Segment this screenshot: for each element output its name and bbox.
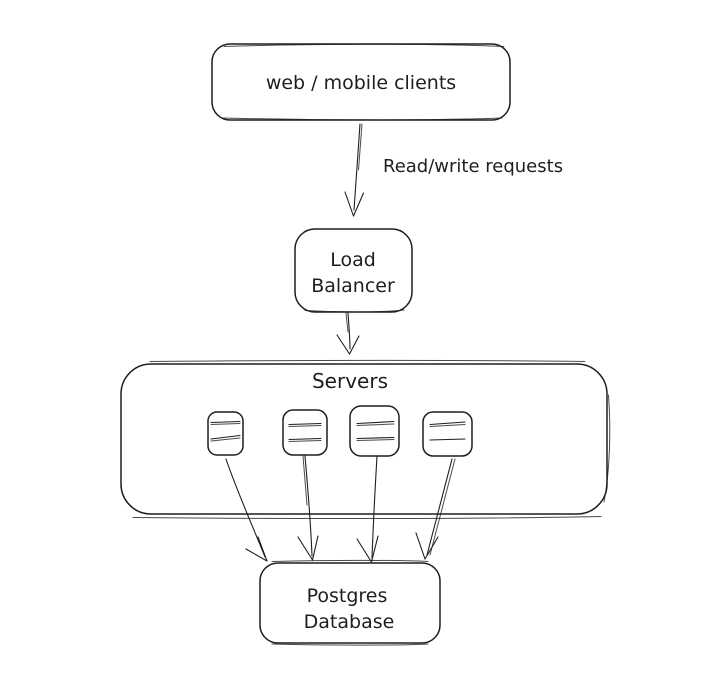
server-icon	[422, 411, 473, 457]
clients-label: web / mobile clients	[266, 72, 456, 94]
edge-server3-to-database	[356, 455, 379, 563]
server-icon-line	[288, 440, 322, 442]
arrow-shaft	[353, 123, 361, 211]
arrow-shaft	[225, 458, 266, 558]
server-icon-line	[288, 437, 322, 441]
server-icon	[282, 409, 328, 456]
server-icon-line	[356, 436, 395, 440]
arrow-shaft	[304, 455, 313, 557]
arrowhead	[311, 535, 319, 561]
edge-server2-to-database	[297, 455, 319, 561]
servers-box-sketch-stroke	[132, 516, 602, 520]
server-icon-line	[210, 423, 241, 425]
load-balancer-sketch-stroke	[304, 309, 405, 313]
database-box-sketch-stroke	[271, 559, 429, 562]
arrowhead	[344, 191, 355, 217]
edge-server1-to-database	[225, 458, 268, 562]
server-icon-line	[429, 421, 466, 426]
server-icon-body	[422, 411, 473, 457]
server-icon-line	[288, 425, 322, 427]
arrowhead	[297, 536, 314, 561]
server-icon-body	[349, 405, 400, 457]
server-icon-line	[429, 438, 466, 441]
arrow-shaft	[371, 455, 378, 559]
arrowhead	[257, 536, 268, 562]
server-icon-line	[210, 420, 241, 424]
server-icon	[349, 405, 400, 457]
edge-load-balancer-to-servers	[336, 312, 360, 355]
arrowhead	[415, 532, 426, 560]
arrow-shaft-sketch	[358, 123, 363, 171]
server-icon-body	[207, 411, 244, 456]
servers-box	[120, 363, 608, 515]
servers-box-sketch-stroke	[149, 359, 586, 362]
database-box-sketch-stroke	[271, 643, 429, 646]
group-servers: Servers	[120, 359, 611, 520]
arrowhead	[424, 536, 439, 560]
edge-server4-to-database	[415, 458, 456, 560]
arrowhead	[245, 548, 268, 562]
server-icon-body	[282, 409, 328, 456]
arrow-shaft-sketch	[302, 455, 308, 506]
server-icon-line	[288, 422, 322, 426]
arrowhead	[336, 334, 351, 355]
node-postgres-database: Postgres Database	[259, 559, 441, 646]
clients-box-sketch-stroke	[221, 117, 503, 121]
arrow-shaft-sketch	[345, 312, 349, 333]
server-icon	[207, 411, 244, 456]
arrow-shaft	[426, 458, 453, 556]
arrowhead	[370, 535, 379, 563]
node-web-mobile-clients: web / mobile clients	[211, 43, 511, 121]
load-balancer-label-line1: Load	[330, 249, 376, 271]
servers-box-sketch-stroke	[603, 394, 611, 503]
load-balancer-label-line2: Balancer	[311, 275, 395, 297]
database-label-line2: Database	[304, 611, 395, 633]
server-icon-line	[356, 439, 395, 441]
server-icon-line	[356, 423, 395, 426]
arrowhead	[348, 335, 360, 355]
node-load-balancer: Load Balancer	[294, 228, 413, 313]
edge-clients-to-load-balancer: Read/write requests	[344, 123, 563, 217]
database-label-line1: Postgres	[307, 585, 388, 607]
arrow-shaft-sketch	[429, 458, 456, 556]
arrowhead	[352, 192, 365, 217]
clients-box-sketch-stroke	[223, 43, 505, 47]
server-icon-line	[210, 434, 241, 440]
server-icon-line	[356, 420, 395, 425]
server-icon-line	[210, 437, 241, 442]
arrow-shaft	[347, 312, 351, 350]
arrowhead	[356, 538, 373, 563]
database-box	[259, 562, 441, 644]
servers-group-title: Servers	[312, 369, 388, 393]
edge-label-read-write-requests: Read/write requests	[383, 156, 563, 177]
server-icon-line	[429, 424, 466, 427]
